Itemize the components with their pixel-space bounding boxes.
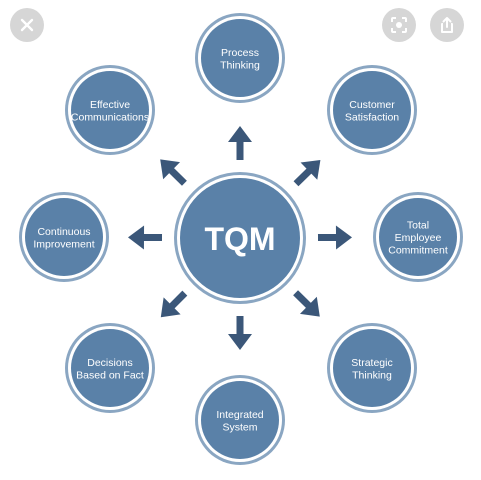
node-label-line: Thinking: [220, 59, 260, 71]
node-label-line: Total: [407, 220, 429, 232]
node-label-line: Effective: [90, 99, 130, 111]
node-label-line: Thinking: [352, 369, 392, 381]
arrow-decisions-based-on-fact: [160, 290, 188, 318]
arrow-total-employee-commitment: [317, 225, 352, 250]
node-label-line: Decisions: [87, 357, 133, 369]
node-label-line: Satisfaction: [345, 111, 399, 123]
node-label-line: Improvement: [33, 238, 94, 250]
arrow-customer-satisfaction: [293, 160, 321, 187]
node-label-line: Communications: [71, 111, 149, 123]
arrow-integrated-system: [228, 316, 252, 350]
node-label-line: Process: [221, 47, 259, 59]
arrow-strategic-thinking: [293, 290, 320, 317]
node-label-line: Continuous: [37, 226, 90, 238]
center-node: TQM: [174, 172, 306, 304]
node-label-line: Customer: [349, 99, 395, 111]
share-button[interactable]: [430, 8, 464, 42]
arrow-effective-communications: [160, 159, 187, 186]
visual-search-icon: [391, 17, 407, 33]
node-label-line: Employee: [395, 232, 442, 244]
node-label-line: Strategic: [351, 357, 392, 369]
close-icon: [20, 18, 34, 32]
center-label: TQM: [204, 221, 275, 257]
arrow-process-thinking: [228, 126, 252, 160]
nodes-layer: ProcessThinkingCustomerSatisfactionTotal…: [19, 13, 463, 465]
arrows-layer: [128, 126, 352, 350]
share-icon: [441, 17, 453, 33]
visual-search-button[interactable]: [382, 8, 416, 42]
node-label-line: Integrated: [216, 409, 263, 421]
close-button[interactable]: [10, 8, 44, 42]
node-label-line: System: [222, 421, 257, 433]
node-label-line: Commitment: [388, 245, 448, 257]
arrow-continuous-improvement: [128, 225, 163, 250]
node-label-line: Based on Fact: [76, 369, 144, 381]
